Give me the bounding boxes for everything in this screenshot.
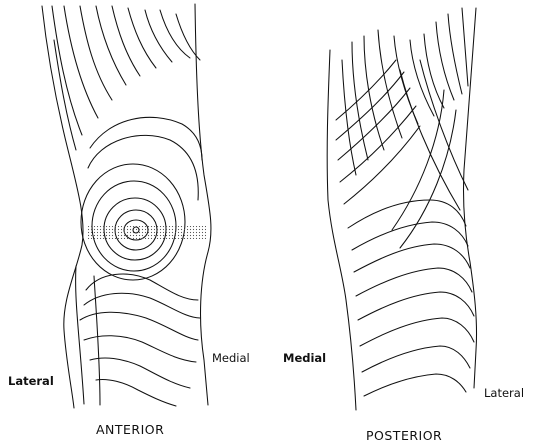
posterior-lateral-outline	[463, 8, 476, 388]
anterior-view-label: ANTERIOR	[96, 422, 164, 437]
posterior-medial-outline	[327, 50, 356, 410]
posterior-knee-drawing	[327, 8, 476, 410]
anterior-knee-drawing	[42, 4, 211, 408]
posterior-view-label: POSTERIOR	[366, 428, 442, 443]
anterior-stipple-band	[88, 226, 206, 239]
anterior-medial-outline	[195, 4, 211, 405]
anterior-lateral-label: Lateral	[8, 374, 54, 388]
anterior-medial-label: Medial	[212, 351, 250, 365]
posterior-medial-label: Medial	[283, 351, 326, 365]
posterior-lateral-label: Lateral	[484, 386, 524, 400]
